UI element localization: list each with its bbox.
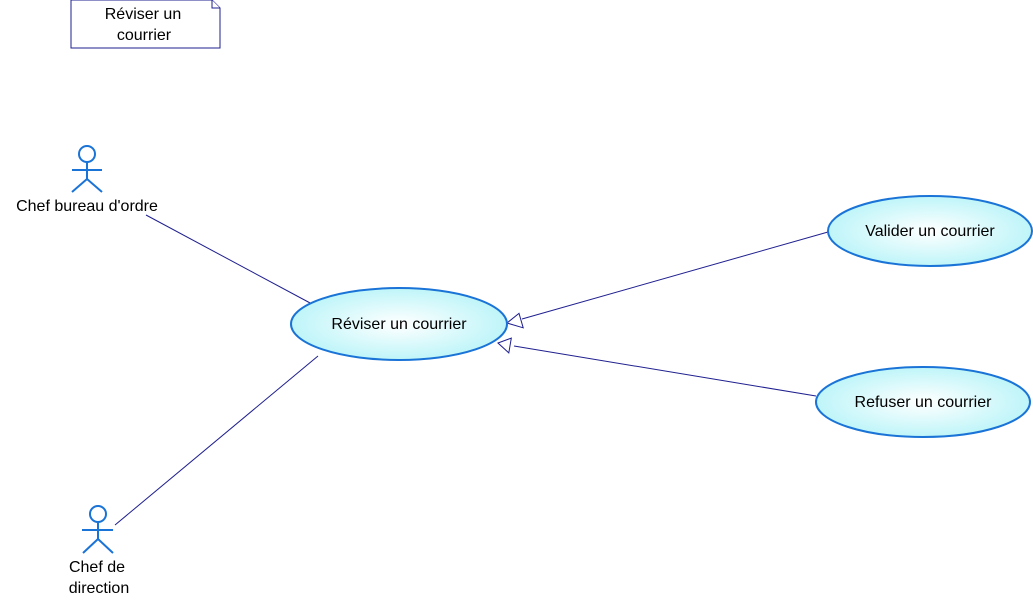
use-case-label: Valider un courrier (865, 223, 995, 240)
generalization-valider[interactable] (505, 231, 829, 329)
generalization-refuser[interactable] (497, 337, 817, 397)
note-fold (211, 0, 220, 9)
use-case-label: Refuser un courrier (855, 394, 993, 411)
note-shape (70, 0, 221, 49)
use-case-reviser[interactable]: Réviser un courrier (290, 287, 508, 361)
diagram-note[interactable]: Réviser un courrier (70, 0, 221, 49)
actor-label-line-1: Chef de (69, 559, 125, 576)
note-text-line-1: Réviser un (105, 6, 181, 23)
use-case-ellipse (815, 366, 1031, 438)
note-text-line-2: courrier (117, 27, 172, 44)
actor-stick-figure-icon (82, 505, 114, 554)
association-line-chef-bureau[interactable] (145, 214, 313, 305)
actor-chef-direction[interactable]: Chef de direction (69, 505, 129, 597)
use-case-ellipse (827, 195, 1033, 267)
actor-label-line-2: direction (69, 580, 129, 597)
use-case-valider[interactable]: Valider un courrier (827, 195, 1033, 267)
use-case-ellipse (290, 287, 508, 361)
use-case-label: Réviser un courrier (331, 316, 467, 333)
actor-stick-figure-icon (71, 145, 103, 193)
actor-label: Chef bureau d'ordre (16, 198, 158, 215)
actor-chef-bureau[interactable]: Chef bureau d'ordre (16, 145, 158, 215)
use-case-refuser[interactable]: Refuser un courrier (815, 366, 1031, 438)
association-line-chef-direction[interactable] (114, 355, 319, 526)
